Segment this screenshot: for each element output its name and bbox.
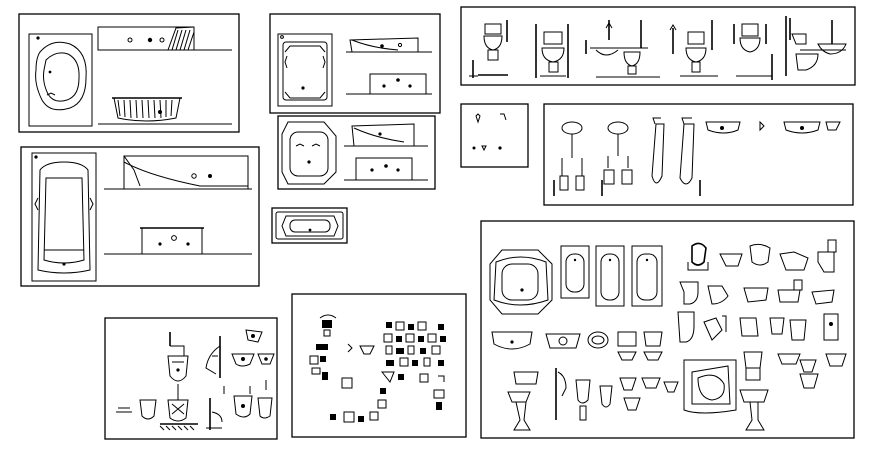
panel-rectangular-bathtub xyxy=(20,146,260,287)
panel-fittings-blocks xyxy=(291,293,467,438)
panel-toilet-elevations xyxy=(460,6,856,86)
panel-oval-tub-small xyxy=(271,207,348,244)
panel-fixture-library xyxy=(480,220,855,439)
panel-urinal-elevations xyxy=(543,103,854,206)
panel-urinal-details xyxy=(104,317,278,440)
panel-small-symbols xyxy=(460,103,529,168)
panel-oval-bathtub xyxy=(18,13,240,133)
panel-square-bathtub xyxy=(269,13,441,114)
panel-hexagon-tub xyxy=(277,115,436,190)
